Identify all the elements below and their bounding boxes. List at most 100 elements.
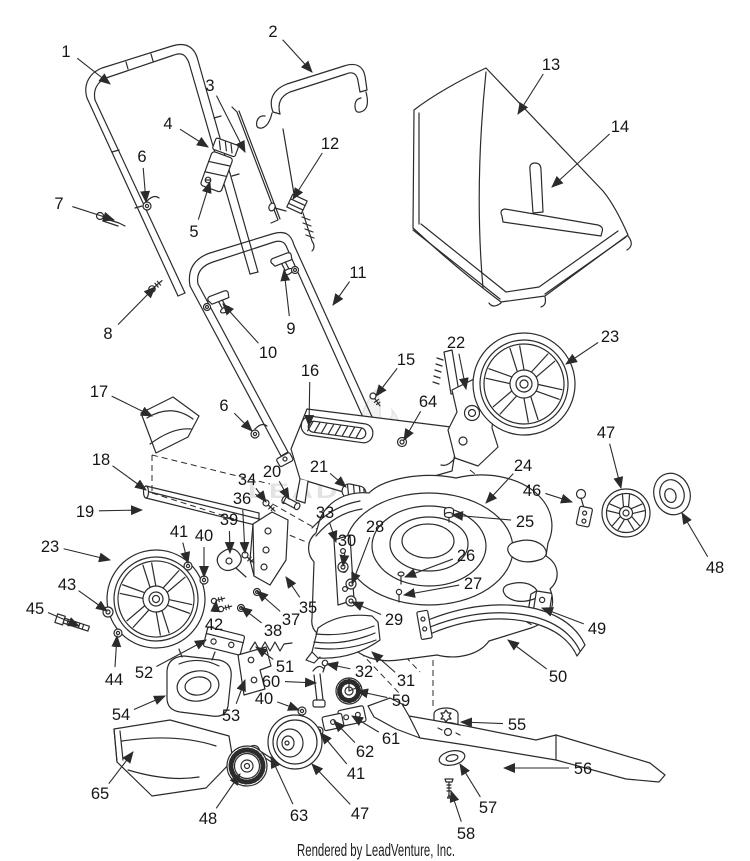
callout-label-10-10: 10 (259, 344, 277, 362)
callout-arrow-43-46 (78, 590, 108, 612)
callout-label-42-45: 42 (205, 616, 223, 634)
callout-label-50-55: 50 (549, 668, 567, 686)
blade-bell-washer (438, 750, 466, 766)
callout-arrow-6-6 (233, 412, 253, 432)
callout-arrow-54-59 (133, 695, 167, 710)
callout-label-7-7: 7 (54, 195, 63, 213)
pivot-bracket (202, 626, 246, 656)
callout-arrow-53-58 (235, 678, 246, 705)
callout-label-62-67: 62 (356, 743, 374, 761)
callout-arrow-58-63 (449, 789, 462, 822)
callout-arrow-25-26 (450, 510, 512, 521)
callout-arrow-16-16 (304, 381, 315, 428)
callout-label-23-23: 23 (601, 328, 619, 346)
callout-label-58-63: 58 (457, 825, 475, 843)
callout-label-40-42: 40 (255, 690, 273, 708)
callout-label-43-46: 43 (58, 576, 76, 594)
callout-arrow-55-60 (459, 717, 504, 728)
footer-credit: Rendered by LeadVenture, Inc. (297, 840, 455, 860)
callout-arrow-52-57 (156, 639, 207, 667)
callout-arrow-47-50 (609, 443, 624, 490)
callout-label-49-54: 49 (588, 620, 606, 638)
callout-arrow-30-31 (339, 551, 350, 568)
rear-wheel (472, 332, 576, 436)
callout-label-6-5: 6 (137, 148, 146, 166)
callout-arrow-45-48 (47, 612, 81, 627)
handle-bolt (148, 280, 163, 293)
callout-arrow-48-52 (681, 512, 709, 558)
callout-arrow-14-14 (551, 133, 610, 188)
callout-label-34-35: 34 (238, 471, 256, 489)
cable-clip-lower (250, 423, 268, 439)
callout-arrow-65-70 (108, 751, 134, 784)
callout-label-6-6: 6 (219, 397, 228, 415)
callout-label-63-68: 63 (290, 807, 308, 825)
bag-frame-handle (529, 162, 544, 214)
callout-label-22-22: 22 (447, 334, 465, 352)
callout-label-39-40: 39 (220, 511, 238, 529)
callout-label-30-31: 30 (338, 532, 356, 550)
callout-arrow-7-7 (72, 206, 116, 222)
grass-bag (412, 67, 632, 308)
callout-label-5-4: 5 (189, 223, 198, 241)
callout-arrow-57-62 (459, 763, 481, 798)
callout-arrow-32-33 (325, 661, 351, 672)
callout-arrow-63-68 (270, 756, 294, 805)
callout-arrow-23-23 (565, 341, 599, 365)
callout-label-8-8: 8 (103, 325, 112, 343)
callout-arrow-26-27 (403, 558, 454, 578)
callout-arrow-46-49 (545, 492, 574, 504)
callout-label-53-58: 53 (222, 707, 240, 725)
callout-label-60-65: 60 (262, 673, 280, 691)
hinge-bracket (237, 646, 272, 696)
callout-arrow-61-66 (351, 715, 380, 733)
callout-arrow-13-13 (517, 73, 544, 115)
callout-label-45-48: 45 (26, 600, 44, 618)
callout-label-56-61: 56 (574, 760, 592, 778)
blade-bolt (444, 778, 454, 799)
callout-arrow-23-24 (63, 548, 112, 563)
rear-door (290, 408, 460, 504)
callout-arrow-50-55 (507, 639, 547, 670)
callout-label-52-57: 52 (135, 664, 153, 682)
callout-arrow-60-65 (284, 677, 318, 688)
side-discharge-cover (166, 648, 232, 717)
callout-arrow-28-29 (351, 536, 371, 586)
front-wheel (106, 549, 206, 649)
callout-label-33-34: 33 (316, 504, 334, 522)
brake-cable (268, 128, 315, 252)
callout-label-26-27: 26 (457, 547, 475, 565)
callout-arrow-64-69 (403, 410, 422, 441)
callout-arrow-3-2 (215, 95, 246, 153)
discharge-chute (113, 719, 234, 797)
bag-handle-bar (255, 63, 369, 129)
callout-label-23-24: 23 (41, 538, 59, 556)
callout-arrow-10-10 (222, 303, 259, 344)
callout-label-15-15: 15 (397, 351, 415, 369)
callout-arrow-34-35 (255, 487, 267, 503)
callout-arrow-6-5 (140, 167, 151, 204)
deck-pins (395, 571, 405, 603)
callout-label-40-41: 40 (195, 527, 213, 545)
callout-label-48-53: 48 (199, 810, 217, 828)
callout-arrow-35-36 (285, 576, 301, 598)
callout-label-65-70: 65 (91, 785, 109, 803)
adjuster-lever (312, 665, 326, 708)
callout-label-41-44: 41 (347, 765, 365, 783)
callout-arrow-41-43 (180, 542, 191, 565)
guard-plate (140, 396, 200, 454)
callout-arrow-40-42 (277, 701, 301, 711)
callout-arrow-9-9 (280, 268, 291, 317)
callout-arrow-48-53 (215, 773, 241, 809)
callout-label-36-37: 36 (233, 490, 251, 508)
callout-label-25-26: 25 (516, 513, 534, 531)
callout-arrow-15-15 (375, 367, 398, 397)
callout-arrow-5-4 (197, 180, 212, 220)
callout-label-32-33: 32 (355, 663, 373, 681)
rear-skirt (416, 604, 586, 657)
callout-arrow-29-30 (350, 601, 382, 616)
callout-label-18-18: 18 (92, 451, 110, 469)
callout-label-44-47: 44 (105, 671, 123, 689)
callout-label-28-29: 28 (366, 518, 384, 536)
